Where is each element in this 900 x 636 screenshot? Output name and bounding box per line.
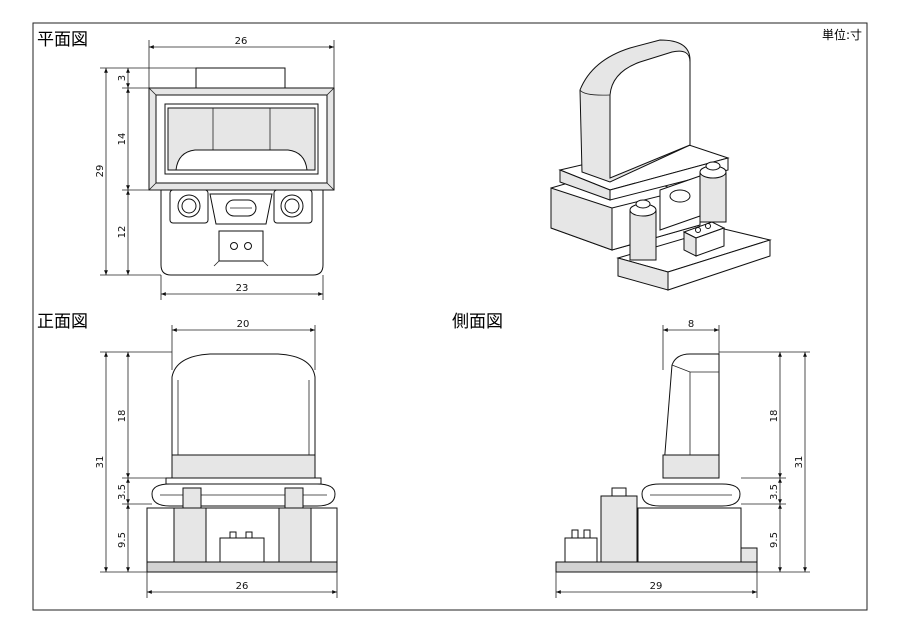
side-dim-bottom: 29 [650, 581, 663, 592]
front-dim-top: 20 [237, 319, 250, 330]
side-dim-seg1: 18 [769, 410, 780, 423]
sheet-border [32, 22, 868, 611]
plan-view-title: 平面図 [37, 30, 88, 50]
side-dim-total: 31 [794, 456, 805, 469]
plan-dim-seg3: 12 [117, 226, 128, 239]
plan-dim-seg2: 14 [117, 133, 128, 146]
unit-label: 単位:寸 [822, 27, 862, 42]
plan-dim-bottom: 23 [236, 283, 249, 294]
plan-view: 平面図 26 29 [37, 30, 335, 300]
front-dim-total: 31 [95, 456, 106, 469]
front-dim-seg2: 3.5 [117, 484, 128, 500]
side-dim-seg2: 3.5 [769, 484, 780, 500]
front-view-title: 正面図 [37, 312, 88, 332]
front-view: 正面図 20 31 18 3.5 [37, 312, 338, 598]
plan-dim-total: 29 [95, 165, 106, 178]
isometric-view [550, 39, 772, 291]
side-view-title: 側面図 [452, 312, 503, 332]
front-dim-bottom: 26 [236, 581, 249, 592]
plan-dim-top: 26 [235, 36, 248, 47]
side-view: 側面図 8 31 18 3.5 9 [452, 312, 810, 598]
side-dim-seg3: 9.5 [769, 532, 780, 548]
front-dim-seg1: 18 [117, 410, 128, 423]
plan-dim-seg1: 3 [117, 75, 128, 81]
front-dim-seg3: 9.5 [117, 532, 128, 548]
side-dim-top: 8 [688, 319, 694, 330]
